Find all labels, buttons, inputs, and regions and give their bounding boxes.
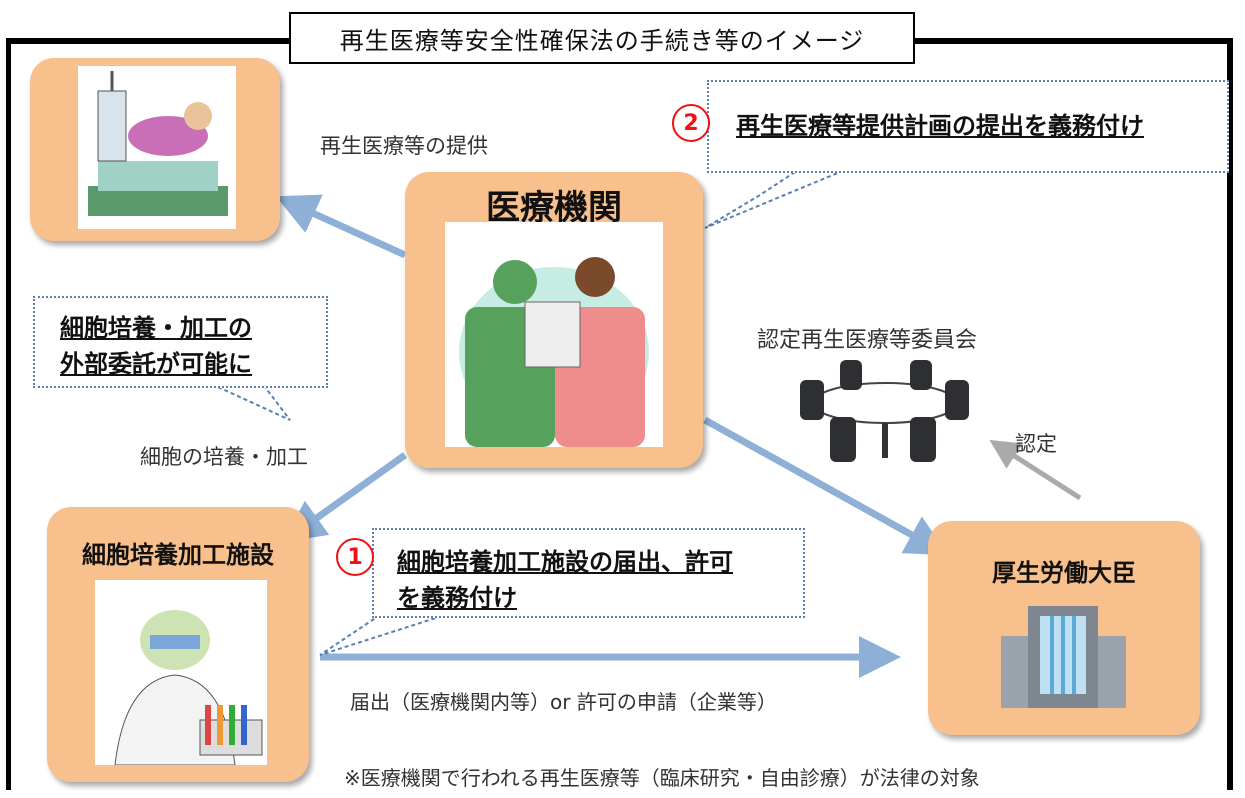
hospital-box: 医療機関 [405,172,703,468]
hospital-label: 医療機関 [486,188,622,228]
footnote: ※医療機関で行われる再生医療等（臨床研究・自由診療）が法律の対象 [344,766,980,790]
patient-box [30,58,280,241]
committee-label: 認定再生医療等委員会 [757,328,978,353]
callout-1-line1: 細胞培養加工施設の届出、許可 [397,548,733,576]
diagram-title: 再生医療等安全性確保法の手続き等のイメージ [289,12,915,64]
building-clipart [996,596,1131,708]
arrow-certification [989,439,1082,501]
meeting-table-clipart [790,355,980,470]
callout-2-text: 再生医療等提供計画の提出を義務付け [736,112,1144,140]
arrow-to-patient [275,194,407,259]
cpf-label: 細胞培養加工施設 [82,541,274,569]
arrow-to-minister [703,416,949,556]
callout-outsource-pointer [217,386,291,421]
minister-label: 厚生労働大臣 [992,559,1136,587]
arrow-to-cpf [282,452,408,543]
doctors-clipart [445,222,663,447]
callout-1-line2: を義務付け [397,584,517,612]
patient-clipart [78,66,236,229]
callout-1-number: 1 [336,538,374,576]
callout-outsource-line2: 外部委託が可能に [60,350,252,378]
callout-1: 細胞培養加工施設の届出、許可 を義務付け [372,528,805,618]
callout-outsource-line1: 細胞培養・加工の [60,314,252,342]
minister-box: 厚生労働大臣 [928,521,1200,735]
scientist-clipart [95,580,267,766]
callout2-pointer [704,171,841,229]
callout-2: 再生医療等提供計画の提出を義務付け [707,80,1229,173]
callout1-pointer [319,614,446,656]
provision-label: 再生医療等の提供 [320,134,488,158]
culture-label: 細胞の培養・加工 [140,445,308,469]
callout-2-number: 2 [672,104,710,142]
application-label: 届出（医療機関内等）or 許可の申請（企業等） [350,690,777,714]
callout-outsource: 細胞培養・加工の 外部委託が可能に [33,296,328,388]
cpf-box: 細胞培養加工施設 [47,507,309,782]
certification-label: 認定 [1015,432,1057,456]
